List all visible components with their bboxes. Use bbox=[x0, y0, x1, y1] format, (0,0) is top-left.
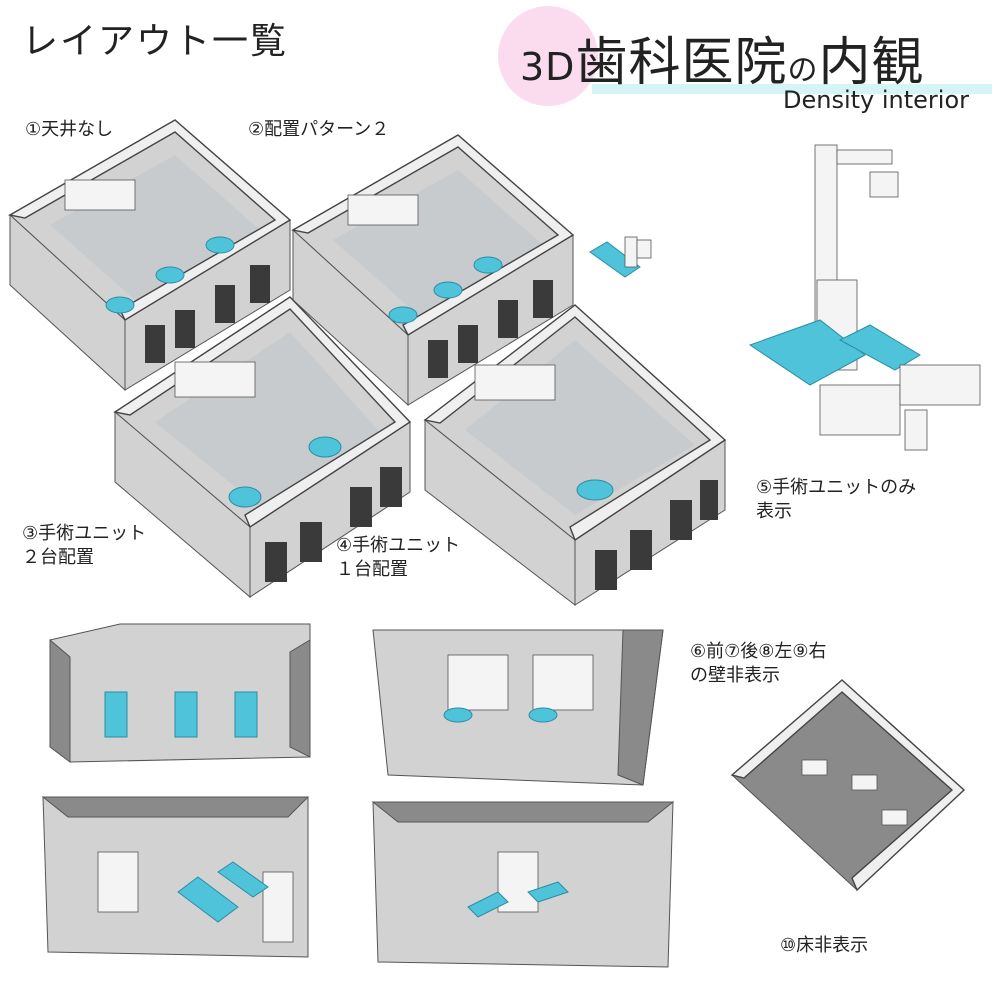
room-illustration-two-units bbox=[113, 296, 412, 599]
room-view-back-wall-hidden bbox=[372, 629, 664, 786]
layout-list-title: レイアウト一覧 bbox=[22, 21, 289, 62]
dental-chair-thumbnail bbox=[589, 236, 652, 278]
title-mint-underline bbox=[592, 84, 992, 94]
surgical-unit-only bbox=[748, 144, 981, 451]
label-floor-hidden: ⑩床非表示 bbox=[780, 935, 869, 956]
main-title: 3D歯科医院の内観 bbox=[520, 20, 924, 95]
room-illustration-no-ceiling bbox=[8, 119, 292, 392]
room-view-right-wall-hidden bbox=[371, 801, 675, 968]
title-no: の bbox=[787, 53, 819, 88]
subtitle: Density interior bbox=[783, 86, 970, 114]
room-illustration-pattern-2 bbox=[291, 134, 575, 407]
room-illustration-one-unit bbox=[423, 304, 727, 607]
title-prefix: 3D bbox=[520, 45, 576, 89]
room-view-left-wall-hidden bbox=[41, 796, 310, 958]
title-part-a: 歯科医院 bbox=[575, 33, 788, 93]
room-view-front-wall-hidden bbox=[49, 623, 311, 763]
title-pink-circle bbox=[498, 6, 598, 106]
label-layout-pattern-2: ②配置パターン２ bbox=[248, 119, 390, 140]
label-walls-hidden: ⑥前⑦後⑧左⑨右 の壁非表示 bbox=[690, 641, 827, 686]
label-unit-only: ⑤手術ユニットのみ 表示 bbox=[756, 477, 917, 522]
title-part-b: 内観 bbox=[818, 33, 925, 93]
room-view-floor-hidden bbox=[730, 679, 966, 892]
label-no-ceiling: ①天井なし bbox=[25, 119, 114, 140]
label-two-units: ③手術ユニット ２台配置 bbox=[22, 523, 147, 568]
label-one-unit: ④手術ユニット １台配置 bbox=[336, 535, 461, 580]
